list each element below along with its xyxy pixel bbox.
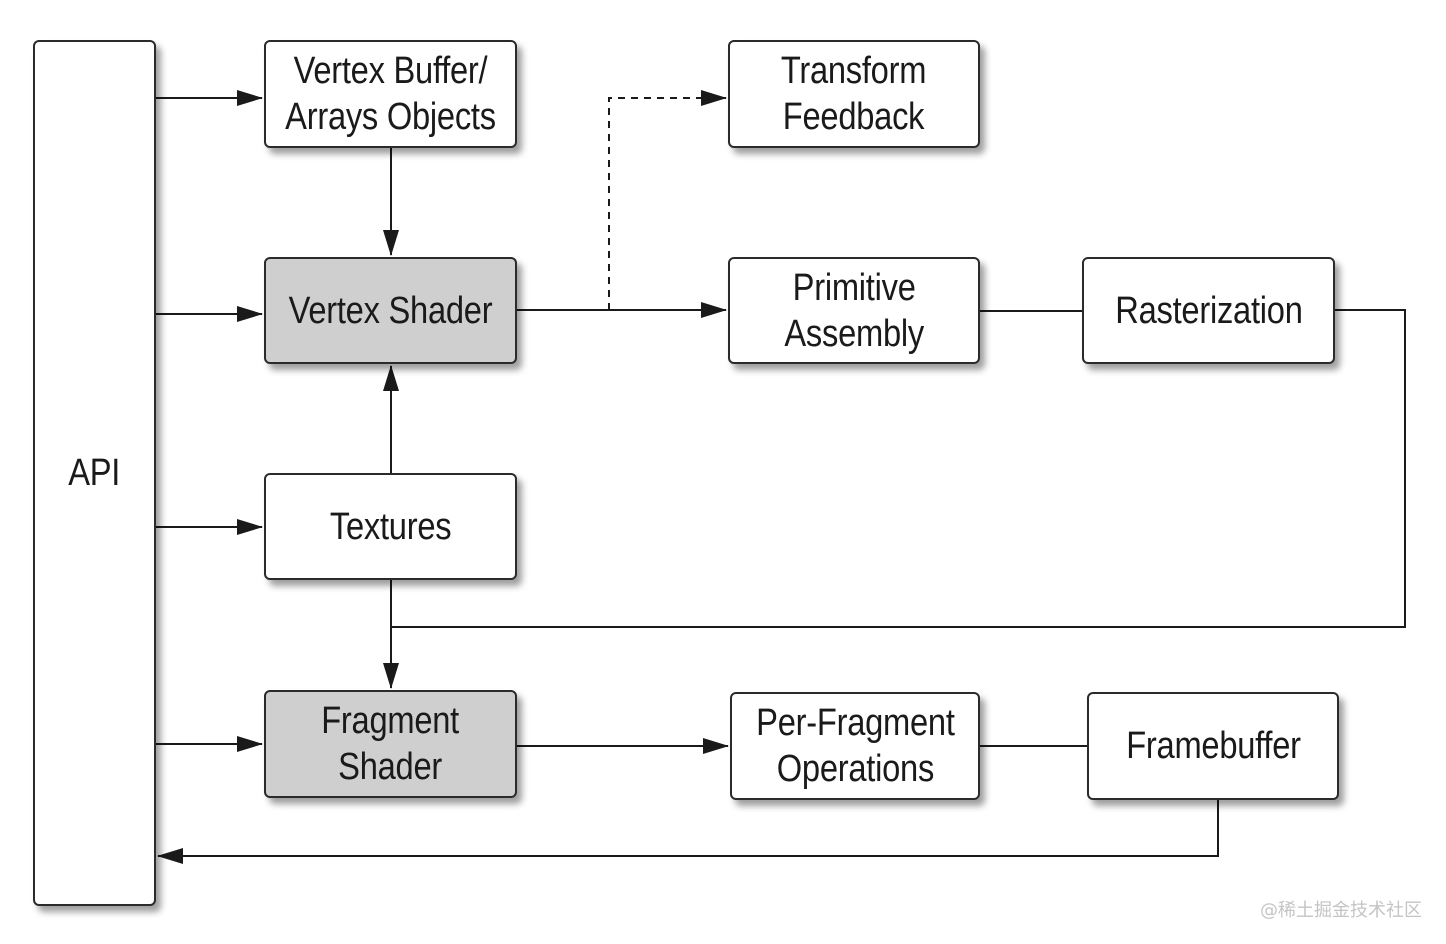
api-box: API <box>33 40 156 906</box>
edge-rasterization-to-fragment-shader <box>391 309 1406 628</box>
fragment-shader-box: Fragment Shader <box>264 690 517 798</box>
primitive-assembly-label: Primitive Assembly <box>784 266 924 355</box>
vertex-buffer-box: Vertex Buffer/ Arrays Objects <box>264 40 517 148</box>
watermark-text: @稀土掘金技术社区 <box>1260 900 1422 921</box>
rasterization-label: Rasterization <box>1114 289 1303 332</box>
textures-box: Textures <box>264 473 517 580</box>
textures-label: Textures <box>329 505 452 548</box>
rasterization-box: Rasterization <box>1082 257 1335 364</box>
transform-feedback-box: Transform Feedback <box>728 40 980 148</box>
framebuffer-box: Framebuffer <box>1087 692 1339 800</box>
edge-framebuffer-to-api <box>157 800 1219 864</box>
fragment-shader-label: Fragment Shader <box>321 700 460 788</box>
per-fragment-operations-box: Per-Fragment Operations <box>730 692 980 800</box>
vertex-buffer-label: Vertex Buffer/ Arrays Objects <box>285 50 496 138</box>
primitive-assembly-box: Primitive Assembly <box>728 257 980 364</box>
api-label: API <box>68 452 121 494</box>
vertex-shader-label: Vertex Shader <box>288 289 493 332</box>
edge-vertex-shader-to-transform-feedback <box>608 90 727 310</box>
framebuffer-label: Framebuffer <box>1125 725 1301 767</box>
per-fragment-operations-label: Per-Fragment Operations <box>755 702 955 790</box>
transform-feedback-label: Transform Feedback <box>781 50 927 138</box>
vertex-shader-box: Vertex Shader <box>264 257 517 364</box>
